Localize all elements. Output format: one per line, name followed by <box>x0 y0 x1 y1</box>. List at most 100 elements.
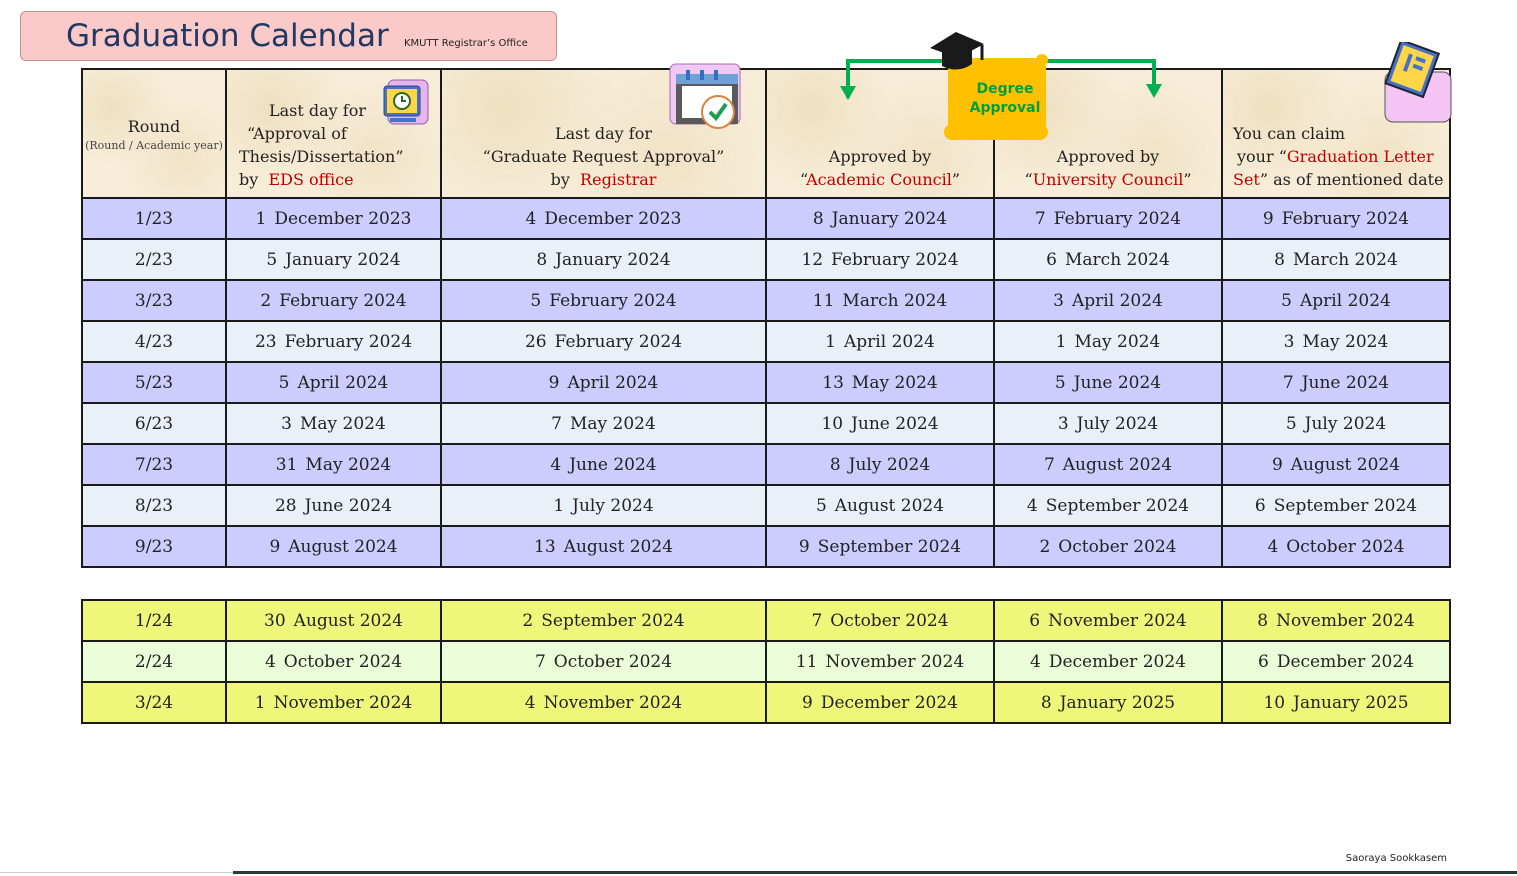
date-day: 8 <box>1257 610 1269 631</box>
page-subtitle: KMUTT Registrar’s Office <box>404 38 528 49</box>
date-month-year: February 2024 <box>284 331 413 352</box>
round-cell: 5/23 <box>81 361 227 404</box>
date-month-year: May 2024 <box>1302 331 1389 352</box>
header-col5-line1: Approved by <box>1056 147 1160 166</box>
date-month-year: February 2024 <box>1281 208 1410 229</box>
date-month-year: April 2024 <box>844 331 935 352</box>
date-day: 8 <box>812 208 824 229</box>
header-round-label: Round <box>127 117 181 136</box>
date-day: 5 <box>815 495 827 516</box>
date-day: 9 <box>802 692 813 713</box>
header-col3-by: by <box>550 170 570 189</box>
date-month-year: October 2024 <box>1058 536 1177 557</box>
date-day: 2 <box>522 610 534 631</box>
round-cell: 2/24 <box>81 640 227 683</box>
date-day: 7 <box>534 651 546 672</box>
date-month-year: March 2024 <box>1065 249 1170 270</box>
date-day: 11 <box>795 651 818 672</box>
date-cell: 9 September 2024 <box>765 525 995 568</box>
graduation-calendar-table: Round (Round / Academic year) Last day f… <box>81 42 1452 568</box>
degree-approval-line1: Degree <box>976 81 1034 97</box>
date-day: 6 <box>1046 249 1057 270</box>
round-cell: 6/23 <box>81 402 227 445</box>
date-day: 28 <box>274 495 297 516</box>
date-month-year: August 2024 <box>834 495 945 516</box>
date-month-year: August 2024 <box>1290 454 1401 475</box>
date-day: 7 <box>1282 372 1294 393</box>
header-graduate-request: Last day for “Graduate Request Approval”… <box>440 63 767 199</box>
date-day: 13 <box>534 536 556 557</box>
round-cell: 3/23 <box>81 279 227 322</box>
scroll-icon <box>944 54 1048 140</box>
header-row: Round (Round / Academic year) Last day f… <box>81 42 1452 199</box>
calendar-check-icon <box>669 63 741 129</box>
date-cell: 7 June 2024 <box>1221 361 1451 404</box>
round-cell: 1/24 <box>81 599 227 642</box>
date-month-year: March 2024 <box>842 290 948 311</box>
header-col2-line3: Thesis/Dissertation” <box>239 147 404 166</box>
date-month-year: December 2024 <box>820 692 958 713</box>
date-day: 26 <box>524 331 547 352</box>
degree-approval-label: Degree Approval <box>945 80 1065 118</box>
date-month-year: June 2024 <box>569 454 657 475</box>
header-col2-office: EDS office <box>268 170 354 189</box>
date-day: 4 <box>1026 495 1038 516</box>
date-month-year: June 2024 <box>1301 372 1390 393</box>
bottom-divider <box>233 871 1517 874</box>
date-month-year: February 2024 <box>1053 208 1182 229</box>
round-cell: 8/23 <box>81 484 227 527</box>
date-month-year: September 2024 <box>817 536 962 557</box>
header-col2-line1: Last day for <box>269 101 366 120</box>
date-day: 7 <box>1043 454 1055 475</box>
date-day: 11 <box>812 290 835 311</box>
date-month-year: November 2024 <box>1276 610 1415 631</box>
header-col6-set: Set <box>1233 170 1260 189</box>
date-day: 8 <box>829 454 841 475</box>
date-day: 4 <box>1030 651 1041 672</box>
round-cell: 3/24 <box>81 681 227 724</box>
date-day: 1 <box>255 208 267 229</box>
date-month-year: July 2024 <box>572 495 654 516</box>
date-day: 9 <box>548 372 560 393</box>
date-day: 9 <box>798 536 810 557</box>
header-round-sub: (Round / Academic year) <box>85 139 223 152</box>
date-day: 5 <box>1281 290 1292 311</box>
date-day: 4 <box>524 692 536 713</box>
date-day: 5 <box>278 372 290 393</box>
date-month-year: February 2024 <box>831 249 959 270</box>
date-month-year: August 2024 <box>1062 454 1173 475</box>
date-day: 1 <box>254 692 266 713</box>
header-col3-line1: Last day for <box>555 124 652 143</box>
date-month-year: January 2025 <box>1059 692 1176 713</box>
